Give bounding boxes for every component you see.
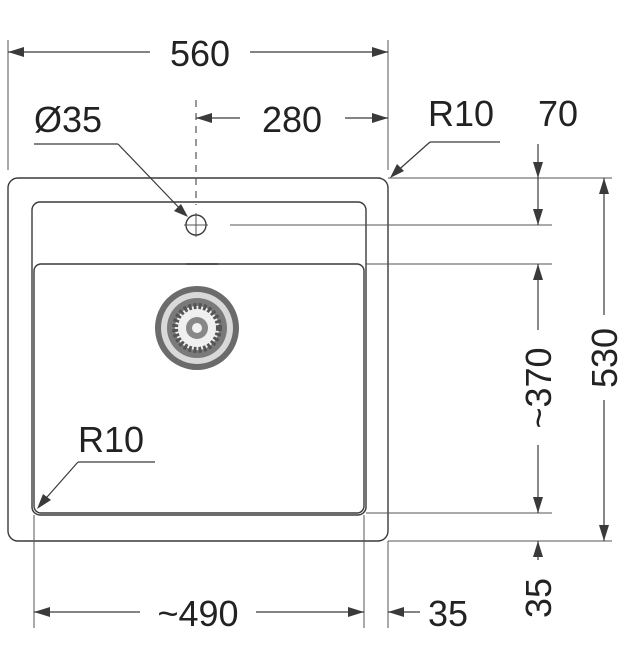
tap-hole: [184, 213, 208, 237]
label-tap-diameter: Ø35: [34, 99, 102, 140]
dim-bowl-depth: ~370: [518, 264, 559, 513]
label-inner-radius: R10: [78, 419, 144, 460]
label-tap-offset: 280: [262, 99, 322, 140]
label-side-rim: 35: [428, 593, 468, 634]
label-bowl-width: ~490: [157, 593, 238, 634]
label-back-to-tap: 70: [538, 93, 578, 134]
sink-rim-outline: [31, 201, 367, 516]
drain-icon: [155, 286, 239, 370]
label-overall-width: 560: [170, 33, 230, 74]
dim-overall-width: 560: [7, 33, 389, 170]
label-outer-radius: R10: [428, 93, 494, 134]
label-overall-depth: 530: [584, 328, 625, 388]
dim-tap-offset: 280: [195, 99, 388, 205]
label-bowl-depth: ~370: [518, 347, 559, 428]
dim-side-rim: 35: [388, 593, 468, 634]
dim-outer-radius: R10: [390, 93, 500, 178]
dim-tap-diameter: Ø35: [34, 99, 188, 217]
dim-back-to-tap: 70: [533, 93, 578, 225]
sink-outer-outline: [7, 177, 389, 542]
dim-overall-depth: 530: [584, 178, 625, 541]
label-front-rim: 35: [518, 578, 559, 618]
dim-inner-radius: R10: [37, 419, 155, 509]
dim-bowl-width: ~490: [34, 593, 364, 634]
dim-front-rim: 35: [518, 541, 559, 618]
